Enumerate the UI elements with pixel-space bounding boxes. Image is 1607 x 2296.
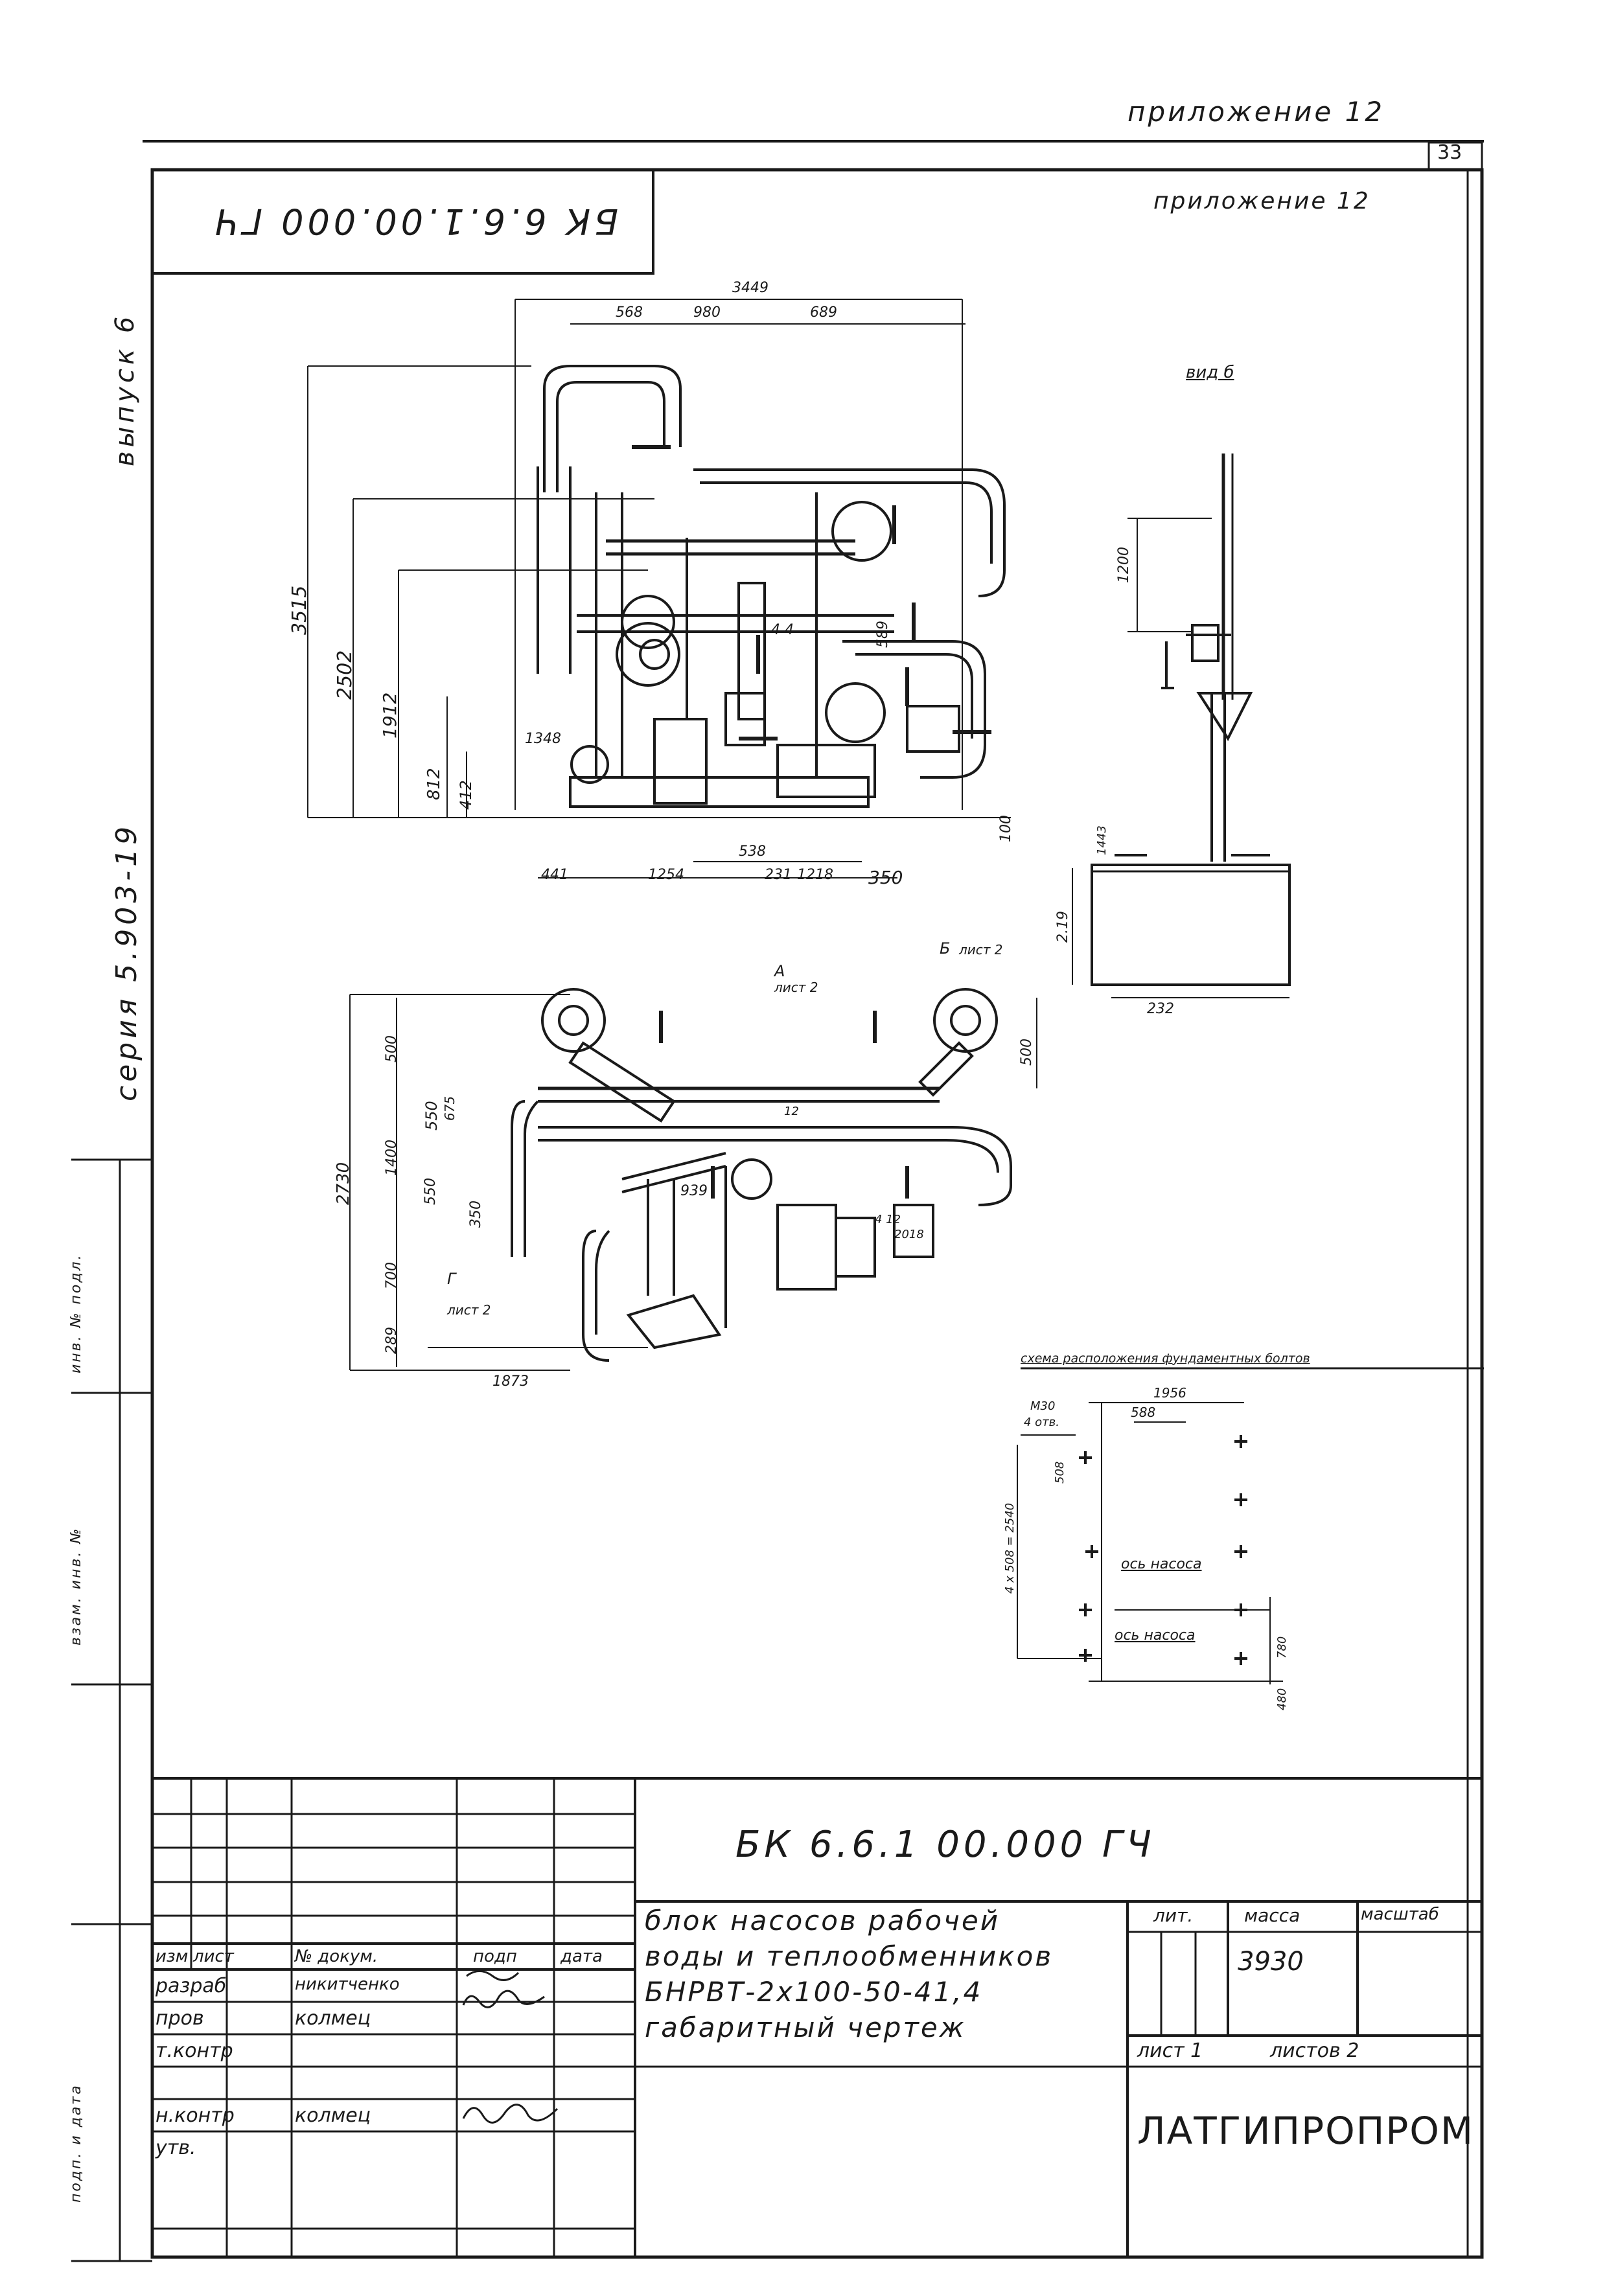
lit-label: лит.	[1153, 1905, 1194, 1926]
title-description-line-3: БНРВТ-2х100-50-41,4	[645, 1976, 983, 2008]
section-g-label: Г	[447, 1270, 456, 1288]
sheet-number: 33	[1437, 141, 1462, 164]
plan-dim-13: 675	[442, 1096, 457, 1121]
dim-height-3: 1912	[379, 692, 400, 739]
plan-dim-9: 1873	[492, 1373, 529, 1390]
plan-dim-2: 550	[422, 1101, 441, 1131]
role-approve: утв.	[156, 2137, 196, 2159]
appendix-label-top: приложение 12	[1127, 96, 1385, 128]
plan-view-drawing	[349, 988, 1037, 1371]
plan-dim-11: 4 12	[875, 1213, 901, 1226]
col-sign: подп	[473, 1947, 517, 1966]
dim-height-total: 3515	[288, 585, 311, 635]
view-b-dim-vessel-width: 232	[1147, 1001, 1174, 1017]
dim-bottom-2: 1254	[648, 867, 684, 883]
mass-value: 3930	[1238, 1947, 1304, 1977]
dim-bottom-3: 538	[739, 844, 766, 860]
strip-label-3: инв. № подл.	[68, 1253, 84, 1373]
view-b-drawing	[1072, 453, 1291, 998]
view-b-dim-height: 1200	[1116, 547, 1132, 583]
view-b-label: вид б	[1186, 363, 1234, 382]
name-check: колмец	[295, 2007, 371, 2030]
role-check: пров	[156, 2007, 204, 2030]
organization-name: ЛАТГИПРОПРОМ	[1137, 2109, 1475, 2153]
dim-segment-1: 568	[616, 304, 643, 321]
foundation-bolt-count: 4 отв.	[1024, 1416, 1060, 1429]
col-list: лист	[193, 1947, 234, 1966]
dim-pipe: 1348	[525, 731, 561, 747]
dim-bottom-7: 100	[998, 815, 1014, 842]
role-ncontrol: н.контр	[156, 2104, 235, 2127]
code-box-mirrored: БК 6.6.1.00.000 ГЧ	[211, 201, 619, 242]
section-b-sheet: лист 2	[959, 942, 1003, 958]
foundation-scheme	[1017, 1367, 1484, 1684]
dim-height-4: 812	[424, 768, 444, 800]
dim-segment-3: 689	[810, 304, 837, 321]
dim-bottom-6: 350	[868, 867, 903, 888]
plan-dim-10: 939	[680, 1183, 708, 1199]
col-izm: изм	[156, 1947, 189, 1966]
plan-dim-total-height: 2730	[334, 1162, 353, 1205]
col-doc: № докум.	[295, 1947, 378, 1966]
title-block-code: БК 6.6.1 00.000 ГЧ	[735, 1824, 1155, 1866]
title-description-line-4: габаритный чертеж	[645, 2012, 966, 2043]
plan-dim-12: 12	[784, 1105, 799, 1118]
appendix-label-inner: приложение 12	[1153, 188, 1370, 214]
issue-label: выпуск 6	[110, 312, 140, 466]
role-tcontrol: т.контр	[156, 2039, 233, 2062]
plan-dim-4: 550	[422, 1178, 439, 1205]
foundation-dim-vertical: 4 x 508 = 2540	[1003, 1502, 1017, 1594]
name-ncontrol: колмец	[295, 2104, 371, 2127]
col-date: дата	[561, 1947, 603, 1966]
section-g-sheet: лист 2	[447, 1302, 491, 1318]
plan-dim-8: 500	[1019, 1039, 1035, 1066]
sheets-label: листов 2	[1270, 2039, 1359, 2062]
dim-overall-width: 3449	[732, 280, 769, 296]
section-a-label: А	[774, 962, 785, 980]
dim-bottom-1: 441	[541, 867, 568, 883]
section-a-sheet: лист 2	[774, 980, 818, 995]
mass-label: масса	[1244, 1905, 1301, 1926]
plan-dim-3: 1400	[384, 1140, 400, 1176]
title-description-line-1: блок насосов рабочей	[645, 1905, 1000, 1936]
section-b-label: Б	[940, 939, 951, 958]
role-develop: разраб	[156, 1975, 227, 1997]
dim-bottom-5: 1218	[797, 867, 833, 883]
foundation-dim-right2: 480	[1275, 1688, 1289, 1710]
foundation-dim-side: 508	[1053, 1461, 1067, 1484]
foundation-dim-top: 1956	[1153, 1385, 1186, 1401]
foundation-dim-right: 780	[1275, 1636, 1289, 1659]
sheet-label: лист 1	[1137, 2039, 1203, 2062]
foundation-dim-mid: 588	[1131, 1405, 1156, 1420]
view-b-dim-small: 1443	[1095, 825, 1109, 855]
dim-side-2: 4 4	[771, 622, 794, 638]
plan-dim-6: 700	[384, 1262, 400, 1289]
strip-label-1: подп. и дата	[68, 2084, 84, 2203]
dim-side-1: 589	[875, 621, 891, 648]
strip-label-2: взам. инв. №	[68, 1526, 84, 1646]
dim-height-5: 412	[457, 780, 475, 810]
dim-height-2: 2502	[334, 650, 356, 700]
scale-label: масштаб	[1361, 1905, 1439, 1924]
top-view-drawing	[307, 299, 1011, 878]
plan-dim-7: 289	[384, 1327, 400, 1354]
name-develop: никитченко	[295, 1975, 400, 1994]
plan-dim-5: 350	[468, 1200, 484, 1228]
dim-bottom-4: 231	[765, 867, 792, 883]
plan-dim-1: 500	[384, 1035, 400, 1062]
dim-segment-2: 980	[693, 304, 721, 321]
foundation-axis-2: ось насоса	[1115, 1627, 1196, 1644]
foundation-axis-1: ось насоса	[1121, 1556, 1202, 1572]
foundation-title: схема расположения фундаментных болтов	[1021, 1351, 1310, 1366]
plan-dim-14: 2018	[894, 1228, 924, 1241]
series-label: серия 5.903-19	[110, 822, 143, 1101]
title-description-line-2: воды и теплообменников	[645, 1940, 1054, 1972]
foundation-bolt-label: М30	[1030, 1399, 1056, 1413]
view-b-dim-vessel-height: 2.19	[1055, 911, 1071, 943]
